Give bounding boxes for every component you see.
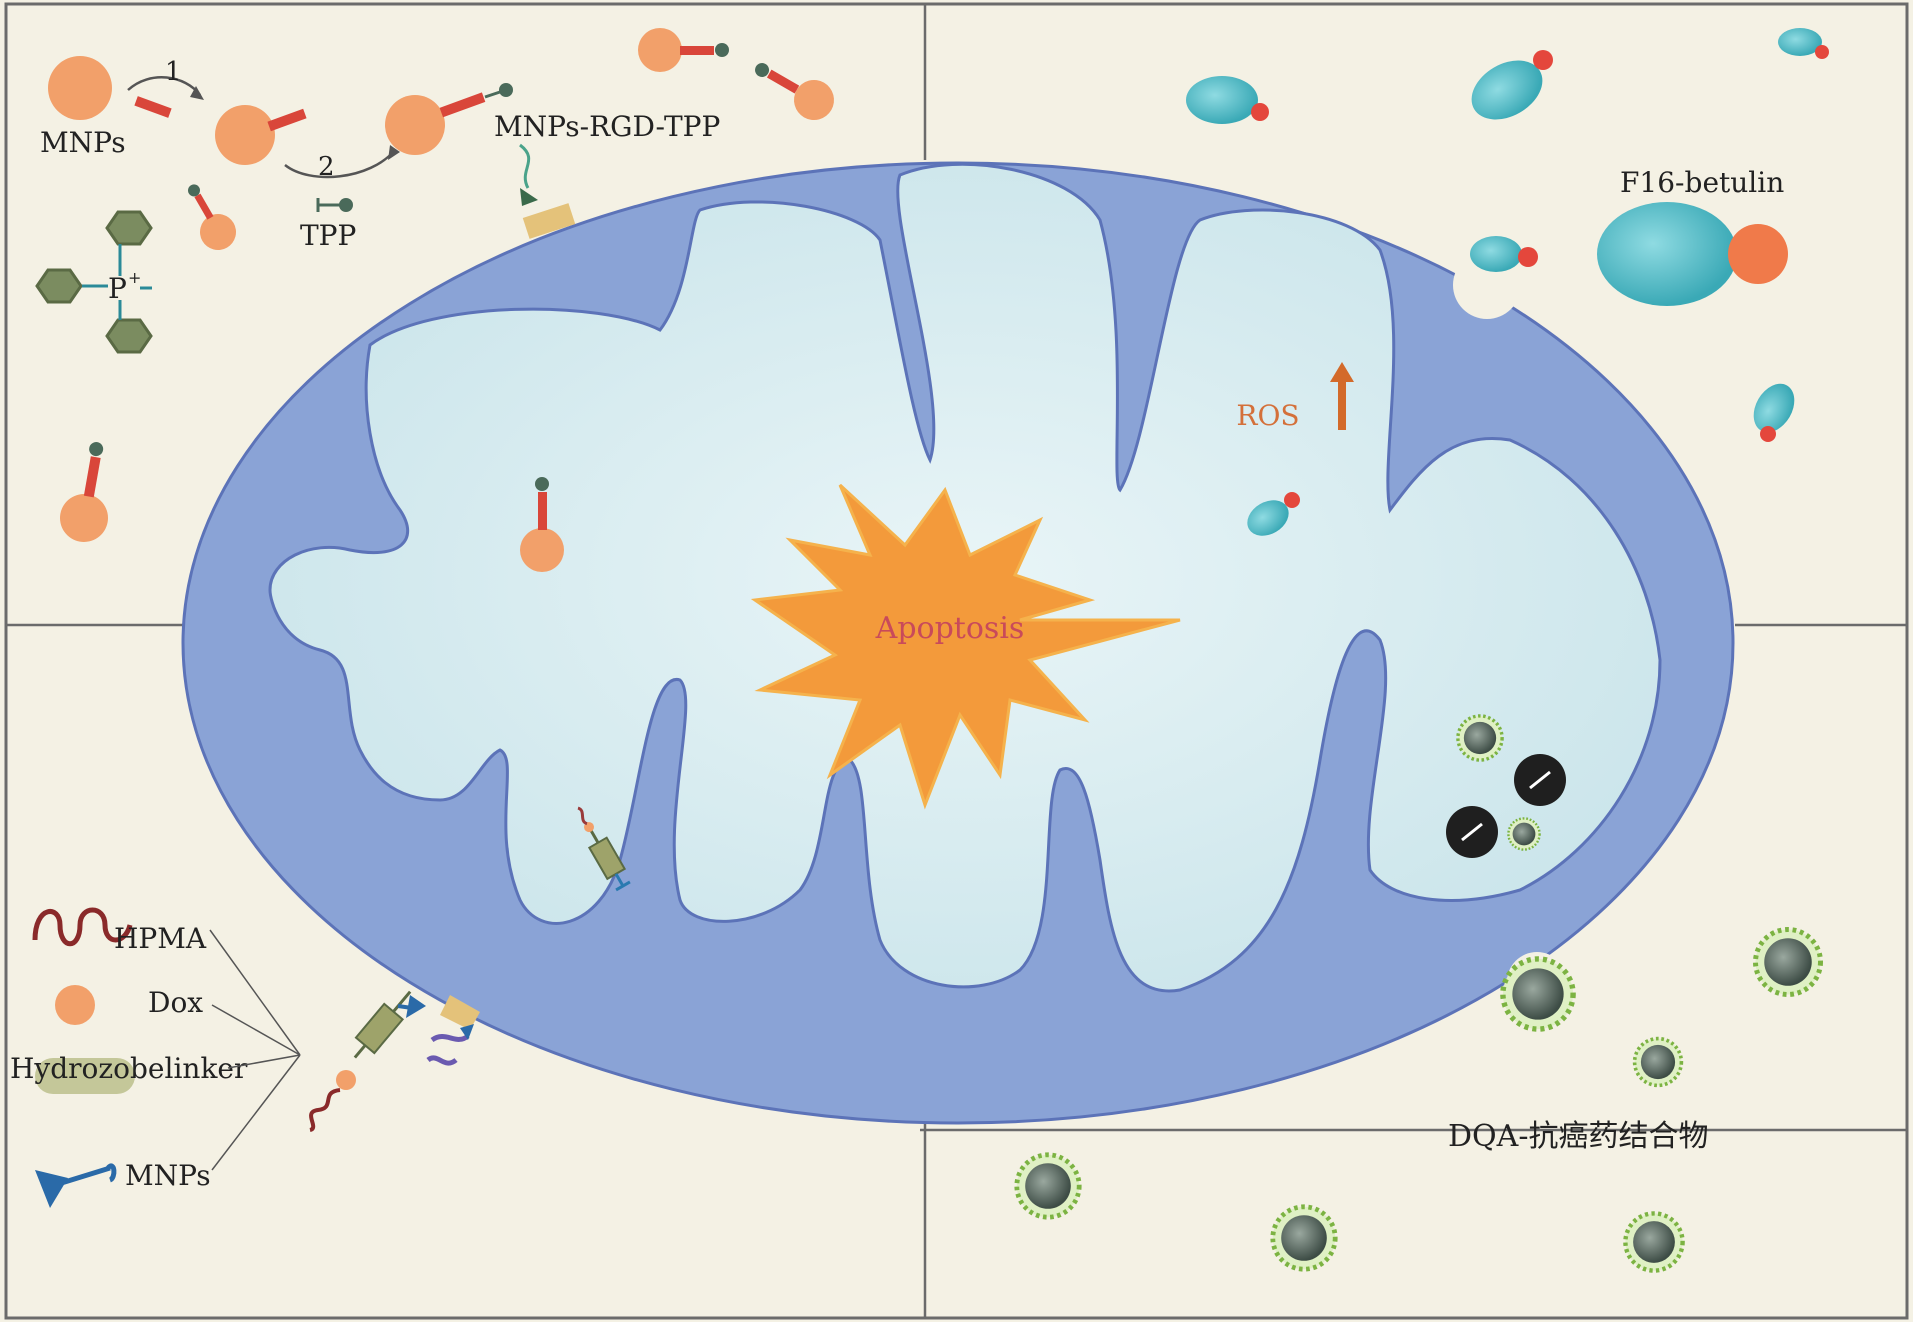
dqa-label: DQA-抗癌药结合物 [1448,1119,1708,1154]
hydrozobelinker-label: Hydrozobelinker [10,1052,248,1085]
dox-label: Dox [148,986,203,1019]
ros-indicator: ROS [1236,362,1354,432]
hpma-conjugate-membrane [309,990,480,1132]
tpp-label: TPP [300,219,356,252]
mnps-top-label: MNPs [40,126,126,159]
hpma-icon [32,907,133,947]
mnps-synthesis: MNPs 1 2 TPP MNPs-RGD-TPP [40,56,720,252]
ros-label: ROS [1236,399,1299,432]
p-plus-label: P [108,272,127,305]
hpma-conjugate-inside [577,806,631,892]
tpp-icon [316,198,353,212]
hpma-label: HPMA [114,922,207,955]
step2-label: 2 [318,152,335,182]
mnp-tpp-particles [60,28,834,572]
f16-betulin-particles: F16-betulin [1186,28,1829,536]
p-plus-superscript: + [128,268,141,287]
mnps-bottom-label: MNPs [125,1159,211,1192]
dox-icon [55,985,95,1025]
dqa-particles: DQA-抗癌药结合物 [1017,714,1821,1271]
apoptosis-label: Apoptosis [875,611,1025,646]
mnps-icon [35,1170,68,1208]
hydrozobelinker-icon [35,1058,135,1094]
step1-label: 1 [165,57,182,87]
apoptosis-burst: Apoptosis [750,483,1181,810]
mnp-particle-icon [48,56,112,120]
mnps-rgd-tpp-label: MNPs-RGD-TPP [494,110,720,143]
rgd-receptor [519,143,576,239]
conjugate-legend: HPMA Dox Hydrozobelinker MNPs [10,907,301,1208]
tpp-molecule: P + [35,210,153,354]
f16-betulin-label: F16-betulin [1620,166,1784,199]
